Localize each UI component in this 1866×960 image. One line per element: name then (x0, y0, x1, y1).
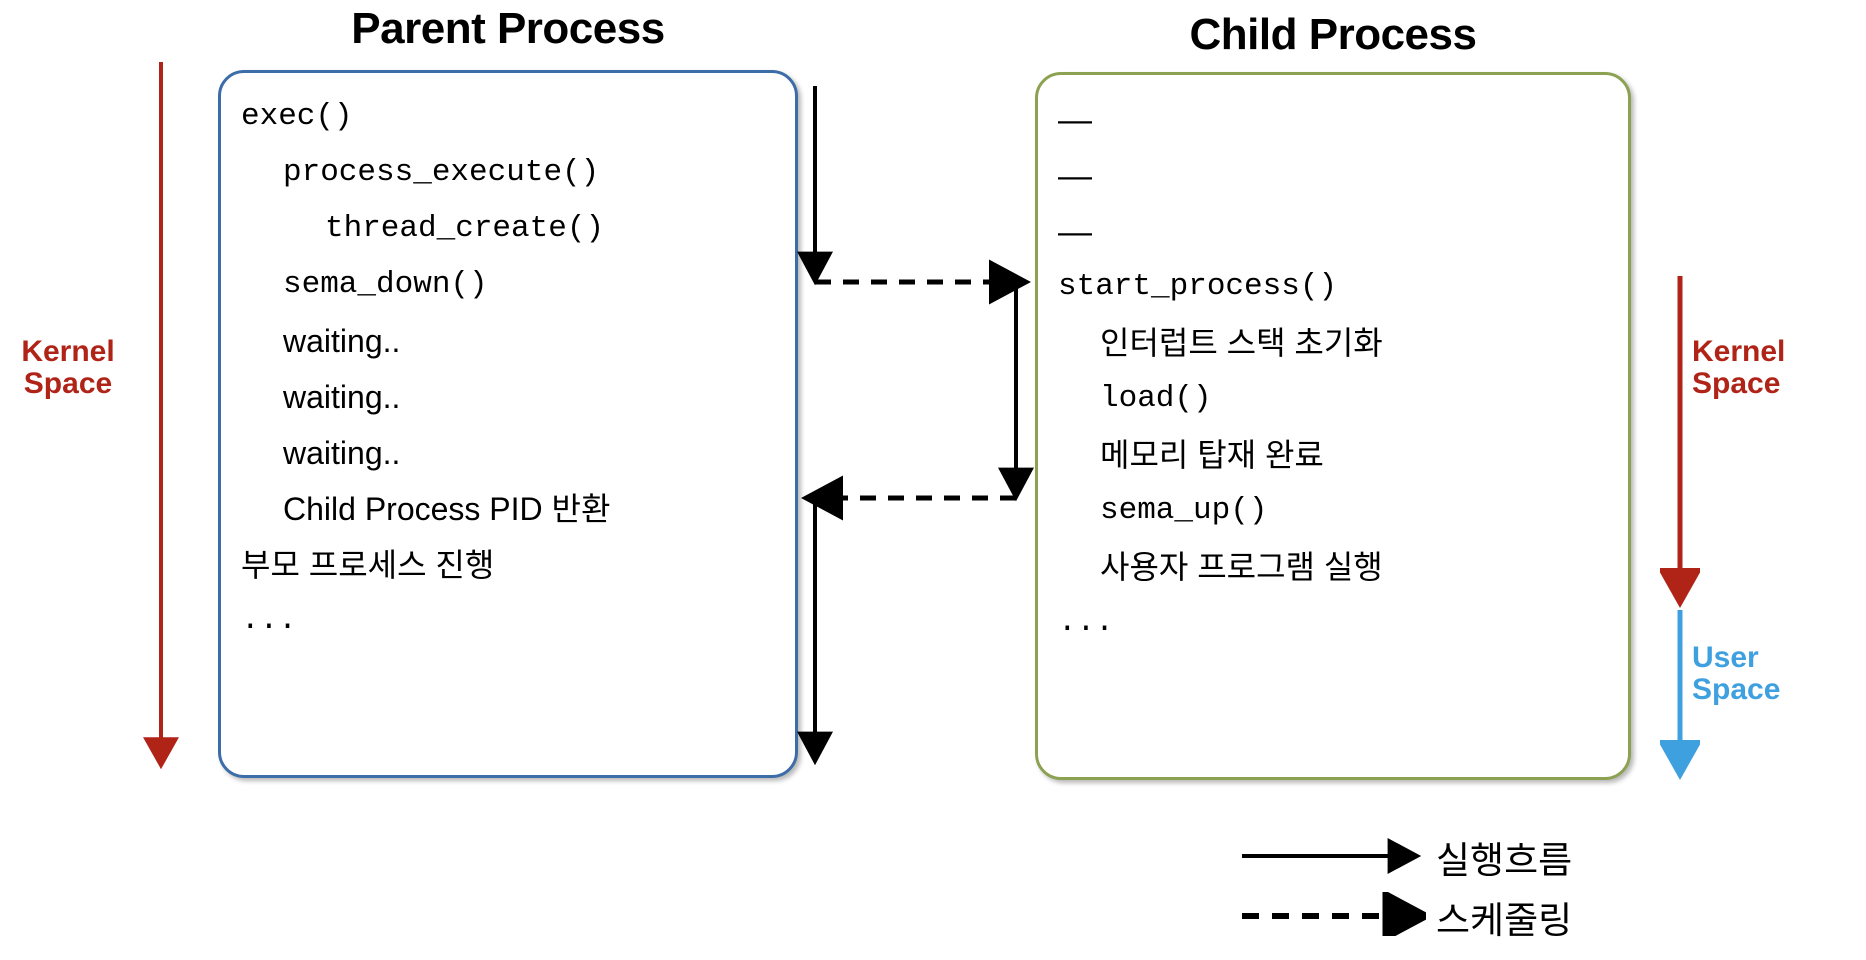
parent-code-line: 부모 프로세스 진행 (241, 547, 495, 583)
right-user-space-label: User Space (1692, 641, 1781, 707)
solid-arrow-icon (1242, 838, 1422, 874)
child-code-line: sema_up() (1100, 493, 1268, 528)
parent-process-box: exec() process_execute() thread_create()se… (218, 70, 798, 778)
parent-code-line: waiting.. (283, 435, 401, 471)
right-user-space-arrow-icon (1660, 610, 1700, 780)
right-kernel-space-arrow-icon (1660, 276, 1700, 608)
right-kernel-space-label: Kernel Space (1692, 335, 1786, 401)
parent-code-line: ... (241, 603, 297, 638)
child-code-line: ... (1058, 605, 1114, 640)
child-code-line: 사용자 프로그램 실행 (1100, 549, 1383, 585)
left-kernel-space-label: Kernel Space (21, 335, 115, 401)
child-code-line: 인터럽트 스택 초기화 (1100, 325, 1383, 361)
legend-label-execution-flow: 실행흐름 (1436, 840, 1573, 881)
parent-code-line: thread_create() (325, 211, 605, 246)
legend-label-scheduling: 스케줄링 (1436, 900, 1573, 941)
child-process-title: Child Process (1189, 10, 1477, 59)
parent-code-line: sema_down() (283, 267, 488, 302)
child-code-line: 메모리 탑재 완료 (1100, 437, 1324, 473)
child-code-line: load() (1100, 381, 1212, 416)
process-flow-connector-arrows (797, 86, 1034, 766)
left-kernel-space-arrow-icon (143, 62, 179, 770)
child-code-line: start_process() (1058, 269, 1338, 304)
child-code-line: — (1058, 213, 1092, 251)
parent-code-line: process_execute() (283, 155, 600, 190)
parent-process-title: Parent Process (351, 4, 665, 53)
parent-code-line: waiting.. (283, 323, 401, 359)
legend-item-execution-flow: 실행흐름 (1240, 832, 1660, 892)
parent-code-line: exec() (241, 99, 353, 134)
child-process-box: — — — start_process() 인터럽트 스택 초기화 load() 메모리 탑… (1035, 72, 1631, 780)
legend: 실행흐름 스케줄링 (1240, 832, 1660, 952)
child-process-code-list: — — — start_process() 인터럽트 스택 초기화 load() 메모리 탑… (1038, 75, 1628, 777)
parent-code-line: waiting.. (283, 379, 401, 415)
child-code-line: — (1058, 101, 1092, 139)
dashed-arrow-icon (1242, 892, 1426, 936)
child-code-line: — (1058, 157, 1092, 195)
parent-process-code-list: exec() process_execute() thread_create()se… (221, 73, 795, 775)
parent-code-line: Child Process PID 반환 (283, 491, 611, 527)
legend-item-scheduling: 스케줄링 (1240, 892, 1660, 952)
